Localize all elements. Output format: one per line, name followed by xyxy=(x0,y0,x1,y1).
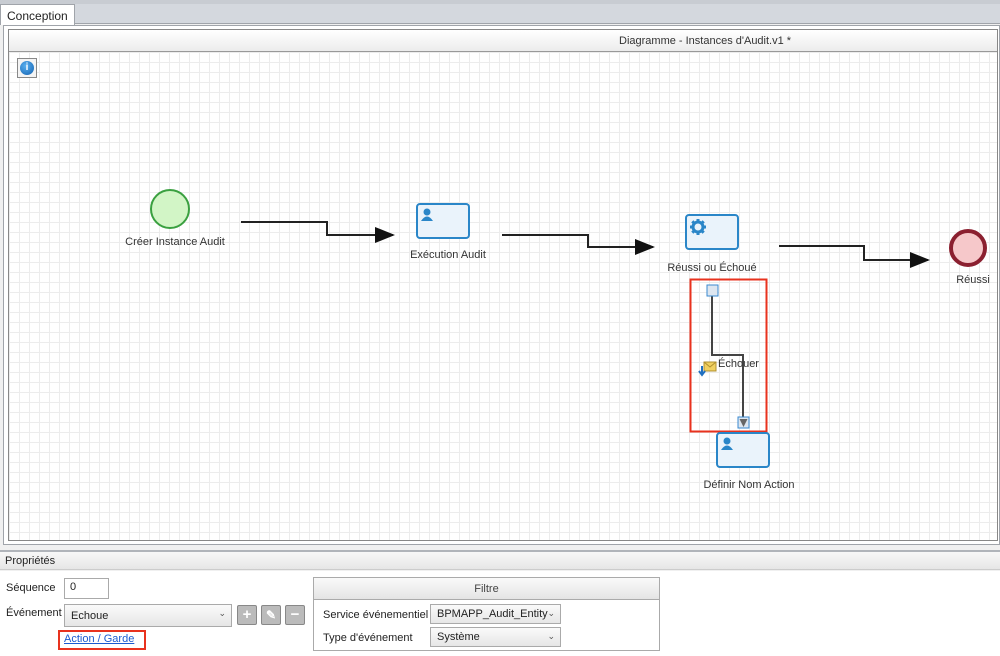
end-event-label: Réussi xyxy=(956,274,990,286)
flow-echouer xyxy=(711,296,744,418)
task-reussi-ou-echoue[interactable] xyxy=(685,214,739,250)
start-event xyxy=(150,189,190,229)
start-event-label: Créer Instance Audit xyxy=(125,236,225,248)
task-definir-nom-action[interactable] xyxy=(716,432,770,468)
info-button[interactable]: i xyxy=(17,58,37,78)
task-execution-audit-label: Exécution Audit xyxy=(410,249,486,261)
envelope-icon xyxy=(698,361,717,377)
flow-gateway-to-end xyxy=(779,245,930,268)
tab-conception[interactable]: Conception xyxy=(0,4,75,25)
flow-execution-to-gateway xyxy=(502,234,655,255)
tab-bar xyxy=(0,4,1000,24)
info-icon: i xyxy=(20,61,34,75)
diagram-title: Diagramme - Instances d'Audit.v1 * xyxy=(619,35,792,47)
add-event-button[interactable]: + xyxy=(237,605,257,625)
task-execution-audit[interactable] xyxy=(416,203,470,239)
edit-event-button[interactable]: ✎ xyxy=(261,605,281,625)
highlight-box xyxy=(689,278,768,433)
service-value: BPMAPP_Audit_Entity xyxy=(437,608,548,620)
event-type-value: Système xyxy=(437,631,480,643)
sequence-label: Séquence xyxy=(6,582,56,594)
chevron-down-icon: ⌄ xyxy=(547,608,555,618)
diagram-header: Diagramme - Instances d'Audit.v1 * xyxy=(9,30,997,52)
properties-header: Propriétés xyxy=(0,550,1000,570)
connections xyxy=(150,189,987,433)
remove-event-button[interactable]: − xyxy=(285,605,305,625)
service-select[interactable]: BPMAPP_Audit_Entity⌄ xyxy=(430,604,561,624)
task-definir-nom-action-label: Définir Nom Action xyxy=(703,479,795,491)
sequence-input[interactable]: 0 xyxy=(64,578,109,599)
event-select[interactable]: Echoue ⌄ xyxy=(64,604,232,627)
action-highlight xyxy=(58,630,146,650)
source-handle xyxy=(706,284,719,297)
event-type-label: Type d'événement xyxy=(323,632,413,644)
filter-group: Filtre Service événementiel BPMAPP_Audit… xyxy=(313,577,660,651)
gear-icon xyxy=(690,219,706,235)
event-label: Événement xyxy=(6,607,62,619)
diagram-canvas[interactable] xyxy=(9,52,997,540)
end-event xyxy=(949,229,987,267)
task-reussi-ou-echoue-label: Réussi ou Échoué xyxy=(667,262,757,274)
action-garde-link[interactable]: Action / Garde xyxy=(64,633,135,645)
event-type-select[interactable]: Système ⌄ xyxy=(430,627,561,647)
user-icon xyxy=(421,208,433,221)
chevron-down-icon: ⌄ xyxy=(547,631,555,641)
service-label: Service événementiel xyxy=(323,609,429,621)
flow-start-to-execution xyxy=(241,221,395,243)
user-icon xyxy=(721,437,733,450)
event-value: Echoue xyxy=(71,610,109,622)
filter-title: Filtre xyxy=(314,578,659,600)
chevron-down-icon: ⌄ xyxy=(218,608,226,618)
transition-label[interactable]: Échouer xyxy=(718,358,759,370)
top-strip xyxy=(0,0,1000,4)
